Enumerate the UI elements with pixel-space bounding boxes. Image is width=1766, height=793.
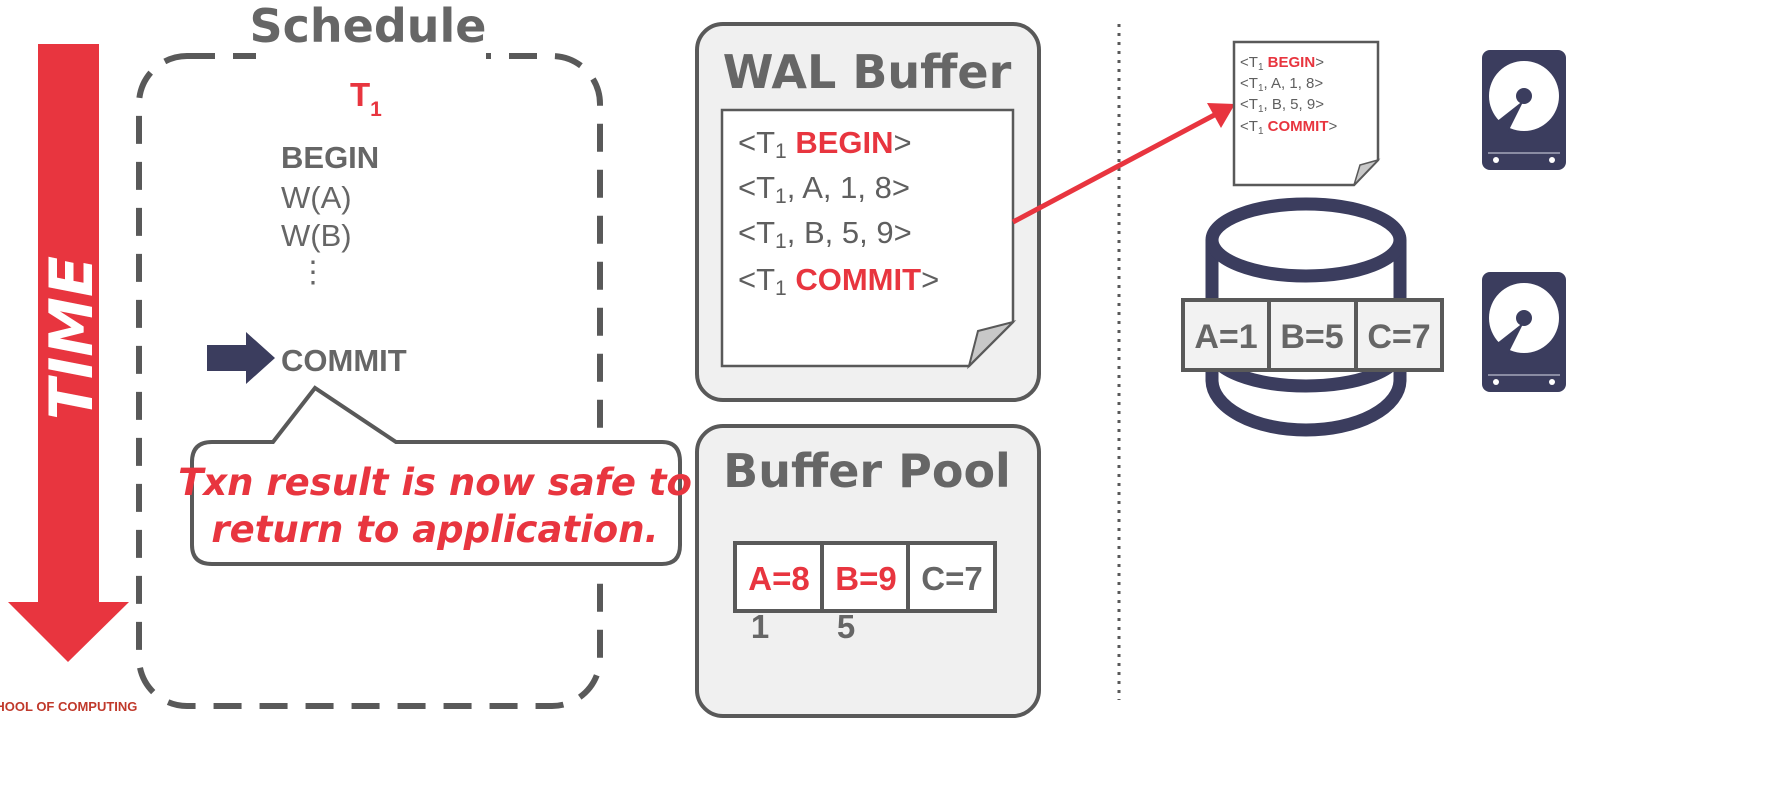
wal-record-begin: <T1 BEGIN> [738, 125, 912, 163]
buffer-cell-c: C=7 [921, 560, 982, 597]
hard-drive-icon [1482, 272, 1566, 392]
wal-buffer-title: WAL Buffer [723, 45, 1012, 99]
op-commit: COMMIT [281, 343, 407, 378]
footer-text: CHOOL OF COMPUTING [0, 699, 137, 714]
schedule-title: Schedule [250, 0, 487, 53]
buffer-cell-a: A=8 [748, 560, 809, 597]
disk-record-begin: <T1 BEGIN> [1240, 54, 1324, 73]
buffer-old-value-b: 5 [837, 608, 855, 645]
op-write-a: W(A) [281, 180, 352, 215]
op-ellipsis: ⋮ [298, 256, 328, 289]
wal-record-commit: <T1 COMMIT> [738, 262, 939, 300]
disk-log-page: <T1 BEGIN> <T1, A, 1, 8> <T1, B, 5, 9> <… [1232, 40, 1381, 187]
flush-arrow [1011, 103, 1235, 225]
hard-drive-icon [1482, 50, 1566, 170]
db-cell-a: A=1 [1194, 318, 1257, 356]
op-write-b: W(B) [281, 218, 352, 253]
db-cell-c: C=7 [1367, 318, 1430, 356]
time-label: TIME [37, 256, 107, 420]
buffer-pool-title: Buffer Pool [723, 444, 1011, 498]
callout: Txn result is now safe to return to appl… [178, 385, 692, 566]
disk-record-write-a: <T1, A, 1, 8> [1240, 75, 1323, 94]
schedule-panel: Schedule T1 BEGIN W(A) W(B) ⋮ COMMIT [136, 0, 603, 709]
wal-buffer-panel: WAL Buffer <T1 BEGIN> <T1, A, 1, 8> <T1,… [695, 22, 1041, 402]
wal-record-write-a: <T1, A, 1, 8> [738, 170, 910, 208]
disk-record-write-b: <T1, B, 5, 9> [1240, 96, 1324, 115]
wal-log-page [720, 108, 1017, 370]
wal-record-write-b: <T1, B, 5, 9> [738, 215, 912, 253]
txn-label: T1 [350, 76, 382, 121]
callout-line-1: Txn result is now safe to [178, 461, 692, 504]
disk-record-commit: <T1 COMMIT> [1240, 118, 1338, 137]
buffer-old-value-a: 1 [751, 608, 769, 645]
page-fold-icon [967, 320, 1017, 370]
time-arrow-icon: TIME [8, 44, 129, 662]
buffer-pool-panel: Buffer Pool A=8 B=9 C=7 1 5 [695, 424, 1041, 718]
db-cell-b: B=5 [1280, 318, 1343, 356]
database-cells: A=1 B=5 C=7 [1181, 298, 1444, 372]
pointer-arrow-icon [207, 332, 275, 384]
op-begin: BEGIN [281, 140, 379, 175]
callout-line-2: return to application. [211, 508, 658, 551]
buffer-cell-b: B=9 [835, 560, 896, 597]
